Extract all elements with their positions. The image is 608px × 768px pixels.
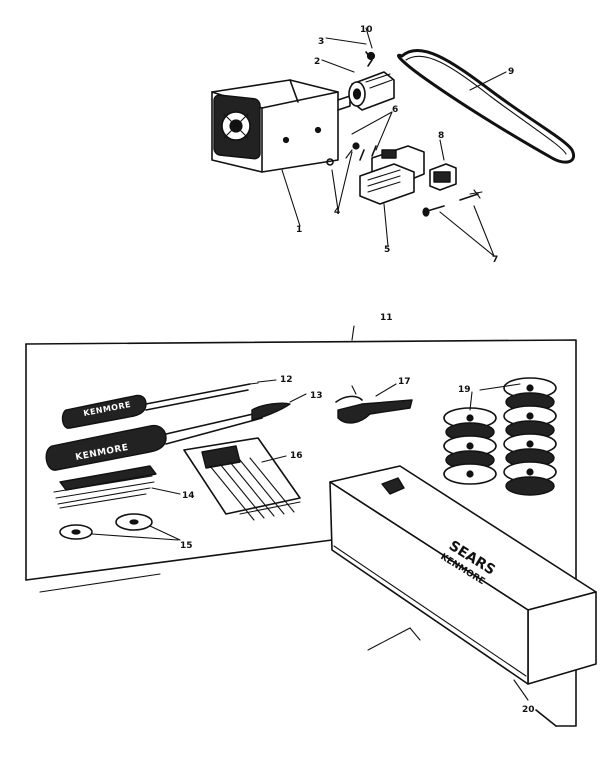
callout-15: 15: [180, 541, 193, 551]
bracket-assembly: [359, 145, 425, 205]
needle-pack: [183, 437, 301, 521]
leader-19: [469, 383, 521, 411]
accessory-17: [335, 385, 413, 424]
leader-15: [91, 525, 181, 541]
callout-16: 16: [290, 451, 303, 461]
brush-cap: [429, 163, 457, 191]
spool-discs: [59, 513, 153, 540]
callout-13: 13: [310, 391, 323, 401]
callout-6: 6: [392, 105, 398, 115]
callout-14: 14: [182, 491, 195, 501]
callout-9: 9: [508, 67, 514, 77]
terminal-screws: [422, 189, 483, 217]
callout-20: 20: [522, 705, 535, 715]
callout-10: 10: [360, 25, 373, 35]
pulley: [348, 71, 395, 111]
set-screw: [365, 51, 376, 67]
needle-bundle: [53, 465, 157, 509]
callout-4: 4: [334, 207, 340, 217]
callout-2: 2: [314, 57, 320, 67]
accessory-panel: [25, 325, 577, 727]
callout-11: 11: [380, 313, 393, 323]
callout-17: 17: [398, 377, 411, 387]
callout-3: 3: [318, 37, 324, 47]
leader-lines-upper: [281, 27, 507, 257]
screws: [326, 142, 360, 166]
leader-14: [151, 487, 181, 495]
callout-7: 7: [492, 255, 498, 265]
bobbin-stack-left: [443, 407, 497, 485]
leader-12: [257, 379, 277, 383]
bobbin-stack-right: [503, 377, 557, 496]
callout-1: 1: [296, 225, 302, 235]
motor: [211, 79, 351, 173]
accessory-box: SEARS KENMORE: [329, 465, 597, 685]
callout-8: 8: [438, 131, 444, 141]
leader-20: [513, 679, 529, 701]
screwdriver-small: KENMORE: [61, 382, 259, 429]
leader-13: [289, 393, 307, 403]
callout-19: 19: [458, 385, 471, 395]
leader-17: [375, 383, 397, 397]
drive-belt: [397, 48, 575, 164]
callout-5: 5: [384, 245, 390, 255]
screwdriver-large: KENMORE: [45, 402, 291, 471]
leader-16: [261, 455, 287, 463]
callout-12: 12: [280, 375, 293, 385]
bobbins: [443, 377, 557, 496]
